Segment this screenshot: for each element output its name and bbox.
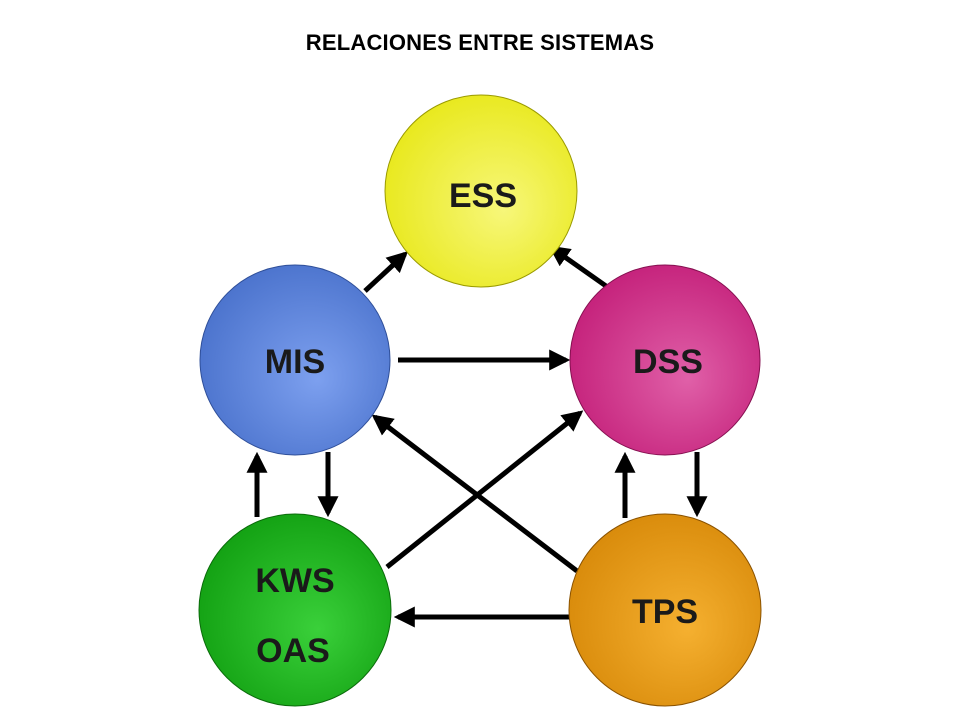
- node-tps-label-line: TPS: [632, 593, 698, 631]
- arrow-dss-to-ess: [548, 245, 608, 289]
- node-tps-circle: [568, 513, 762, 707]
- arrow-mis-to-ess: [363, 251, 409, 293]
- node-mis-circle: [199, 264, 391, 456]
- node-kws-label: KWS: [255, 562, 334, 600]
- node-mis-label: MIS: [265, 343, 325, 381]
- node-dss-circle: [569, 264, 761, 456]
- node-mis: MIS: [199, 264, 391, 456]
- node-ess-label-line: ESS: [449, 177, 517, 215]
- node-dss-label-line: DSS: [633, 343, 703, 381]
- node-kws: KWS OAS: [198, 513, 392, 707]
- node-tps: TPS: [568, 513, 762, 707]
- nodes-layer: ESS MIS DSS KWS: [198, 94, 762, 707]
- node-ess-circle: [384, 94, 578, 288]
- node-tps-label: TPS: [632, 593, 698, 631]
- node-oas-label: OAS: [256, 632, 330, 670]
- node-kws-label-line-2: OAS: [256, 632, 330, 670]
- arrow-kws-to-dss: [385, 410, 584, 569]
- node-mis-label-line: MIS: [265, 343, 325, 381]
- node-kws-circle: [198, 513, 392, 707]
- node-ess: ESS: [384, 94, 578, 288]
- diagram-title: RELACIONES ENTRE SISTEMAS: [305, 30, 655, 55]
- node-dss-label: DSS: [633, 343, 703, 381]
- node-kws-label-line-1: KWS: [255, 562, 334, 600]
- edges-layer: [246, 245, 708, 628]
- node-ess-label: ESS: [449, 177, 517, 215]
- node-dss: DSS: [569, 264, 761, 456]
